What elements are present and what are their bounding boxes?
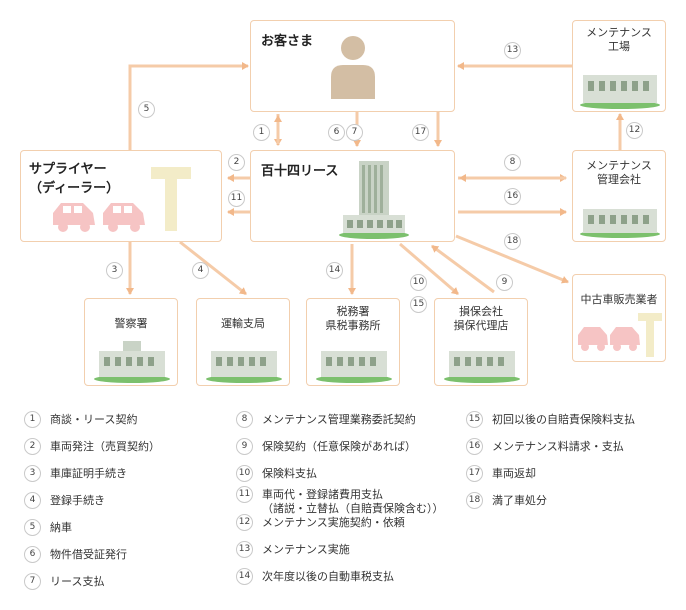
step-badge-18: 18 bbox=[504, 233, 521, 250]
step-badge-15: 15 bbox=[410, 296, 427, 313]
office-building-icon bbox=[580, 209, 660, 238]
lease-label: 百十四リース bbox=[261, 164, 339, 179]
arrow-10 bbox=[399, 242, 459, 296]
legend-number: 13 bbox=[236, 541, 253, 558]
maintenance-factory-label: メンテナンス 工場 bbox=[586, 26, 652, 53]
maintenance-mgmt-box: メンテナンス 管理会社 bbox=[572, 150, 666, 242]
legend-text: 車両発注（売買契約） bbox=[50, 440, 160, 453]
used-car-label: 中古車販売業者 bbox=[580, 293, 658, 306]
office-building-icon bbox=[206, 351, 282, 383]
legend-text: 車両代・登録諸費用支払 （諸説・立替払（自賠責保険含む）） bbox=[262, 488, 444, 515]
maintenance-factory-box: メンテナンス 工場 bbox=[572, 20, 666, 112]
transport-label: 運輸支局 bbox=[221, 317, 265, 330]
sign-post-icon bbox=[151, 167, 191, 231]
arrow-18 bbox=[455, 234, 569, 284]
step-badge-7: 7 bbox=[346, 124, 363, 141]
car-icon bbox=[578, 327, 640, 351]
step-badge-5: 5 bbox=[138, 101, 155, 118]
step-badge-4: 4 bbox=[192, 262, 209, 279]
legend-number: 5 bbox=[24, 519, 41, 536]
legend-text: 商談・リース契約 bbox=[50, 413, 138, 426]
legend-text: 登録手続き bbox=[50, 494, 105, 507]
step-badge-12: 12 bbox=[626, 122, 643, 139]
insurance-box: 損保会社 損保代理店 bbox=[434, 298, 528, 386]
customer-label: お客さま bbox=[261, 34, 314, 49]
step-badge-2: 2 bbox=[228, 154, 245, 171]
step-badge-10: 10 bbox=[410, 274, 427, 291]
police-box: 警察署 bbox=[84, 298, 178, 386]
tax-office-box: 税務署 県税事務所 bbox=[306, 298, 400, 386]
legend-number: 8 bbox=[236, 411, 253, 428]
step-badge-14: 14 bbox=[326, 262, 343, 279]
legend-text: メンテナンス実施契約・依頼 bbox=[262, 516, 405, 529]
legend-number: 11 bbox=[236, 486, 253, 503]
used-car-box: 中古車販売業者 bbox=[572, 274, 666, 362]
legend-number: 2 bbox=[24, 438, 41, 455]
legend-text: 保険料支払 bbox=[262, 467, 317, 480]
legend-number: 17 bbox=[466, 465, 483, 482]
legend-text: 車両返却 bbox=[492, 467, 536, 480]
legend-number: 7 bbox=[24, 573, 41, 590]
factory-building-icon bbox=[580, 75, 660, 109]
step-badge-8: 8 bbox=[504, 154, 521, 171]
arrow-9 bbox=[431, 244, 495, 294]
legend-text: 次年度以後の自動車税支払 bbox=[262, 570, 394, 583]
step-badge-17: 17 bbox=[412, 124, 429, 141]
step-badge-13: 13 bbox=[504, 42, 521, 59]
lease-box: 百十四リース bbox=[250, 150, 455, 242]
insurance-label: 損保会社 損保代理店 bbox=[453, 305, 509, 332]
police-building-icon bbox=[94, 341, 170, 383]
legend-number: 18 bbox=[466, 492, 483, 509]
legend-text: 納車 bbox=[50, 521, 72, 534]
step-badge-11: 11 bbox=[228, 190, 245, 207]
transport-box: 運輸支局 bbox=[196, 298, 290, 386]
legend-number: 12 bbox=[236, 514, 253, 531]
office-building-icon bbox=[444, 351, 520, 383]
maintenance-mgmt-label: メンテナンス 管理会社 bbox=[586, 159, 652, 186]
legend-number: 10 bbox=[236, 465, 253, 482]
step-badge-6: 6 bbox=[328, 124, 345, 141]
legend-text: メンテナンス管理業務委託契約 bbox=[262, 413, 416, 426]
legend-text: 満了車処分 bbox=[492, 494, 547, 507]
legend-text: 車庫証明手続き bbox=[50, 467, 127, 480]
step-badge-9: 9 bbox=[496, 274, 513, 291]
supplier-label: サプライヤー （ディーラー） bbox=[29, 162, 120, 196]
office-building-icon bbox=[339, 161, 409, 239]
arrow-4 bbox=[179, 240, 247, 296]
legend-text: 物件借受証発行 bbox=[50, 548, 127, 561]
office-building-icon bbox=[316, 351, 392, 383]
legend-text: メンテナンス実施 bbox=[262, 543, 350, 556]
police-label: 警察署 bbox=[114, 317, 148, 330]
legend-number: 4 bbox=[24, 492, 41, 509]
legend-number: 14 bbox=[236, 568, 253, 585]
legend-text: メンテナンス料請求・支払 bbox=[492, 440, 624, 453]
legend-number: 16 bbox=[466, 438, 483, 455]
legend-number: 1 bbox=[24, 411, 41, 428]
sign-post-icon bbox=[638, 313, 662, 357]
step-badge-1: 1 bbox=[253, 124, 270, 141]
tax-office-label: 税務署 県税事務所 bbox=[325, 305, 381, 332]
legend-number: 9 bbox=[236, 438, 253, 455]
legend-number: 15 bbox=[466, 411, 483, 428]
legend-text: 初回以後の自賠責保険料支払 bbox=[492, 413, 635, 426]
supplier-box: サプライヤー （ディーラー） bbox=[20, 150, 222, 242]
step-badge-3: 3 bbox=[106, 262, 123, 279]
arrow-5 bbox=[128, 62, 249, 150]
car-icon bbox=[53, 203, 145, 232]
legend-text: 保険契約（任意保険があれば） bbox=[262, 440, 416, 453]
step-badge-16: 16 bbox=[504, 188, 521, 205]
customer-box: お客さま bbox=[250, 20, 455, 112]
legend-number: 3 bbox=[24, 465, 41, 482]
legend-text: リース支払 bbox=[50, 575, 105, 588]
person-icon bbox=[331, 36, 375, 99]
legend-number: 6 bbox=[24, 546, 41, 563]
